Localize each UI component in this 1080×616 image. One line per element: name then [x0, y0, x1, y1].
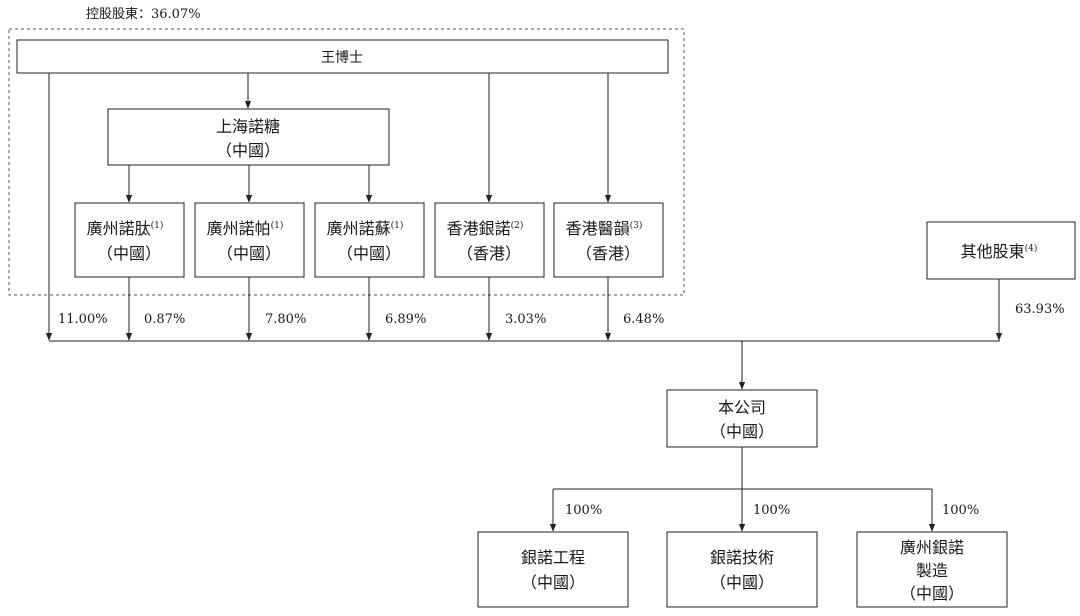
hk-yinnuo-note: (2) — [511, 220, 524, 231]
hk-yinnuo-name: 香港銀諾 — [447, 219, 511, 238]
dr-wang-label: 王博士 — [321, 49, 363, 66]
pct-gz-nuopa: 7.80% — [265, 312, 306, 327]
gz-nuopa-box: 廣州諾帕(1) （中國） — [194, 202, 305, 278]
controlling-shareholder-label: 控股股東：36.07% — [86, 6, 201, 22]
pct-dr-wang: 11.00% — [58, 312, 108, 327]
pct-sub-technology: 100% — [753, 503, 790, 518]
pct-gz-nuosu: 6.89% — [385, 312, 426, 327]
shanghai-nuotang-box: 上海諾糖 （中國） — [107, 108, 390, 166]
pct-sub-engineering: 100% — [565, 503, 602, 518]
gz-nuotai-name: 廣州諾肽 — [87, 219, 151, 238]
hk-yiyun-region: （香港） — [576, 244, 640, 263]
pct-gz-nuotai: 0.87% — [144, 312, 185, 327]
svg-text:香港醫韻(3): 香港醫韻(3) — [566, 219, 643, 238]
hk-yiyun-note: (3) — [630, 220, 643, 231]
gz-yinnuo-mfg-region: （中國） — [900, 584, 964, 603]
svg-text:廣州諾蘇(1): 廣州諾蘇(1) — [327, 219, 404, 238]
company-box: 本公司 （中國） — [666, 389, 818, 448]
hk-yiyun-box: 香港醫韻(3) （香港） — [553, 202, 664, 278]
company-name: 本公司 — [718, 398, 766, 417]
gz-nuosu-note: (1) — [391, 220, 404, 231]
gz-nuosu-region: （中國） — [337, 244, 401, 263]
yinnuo-technology-box: 銀諾技術 （中國） — [666, 531, 818, 608]
other-shareholders-box: 其他股東(4) — [926, 221, 1076, 280]
gz-nuotai-box: 廣州諾肽(1) （中國） — [74, 202, 185, 278]
gz-nuopa-name: 廣州諾帕 — [207, 219, 271, 238]
dr-wang-box: 王博士 — [16, 39, 669, 74]
gz-nuosu-name: 廣州諾蘇 — [327, 219, 391, 238]
svg-text:香港銀諾(2): 香港銀諾(2) — [447, 219, 524, 238]
gz-yinnuo-mfg-name-line1: 廣州銀諾 — [900, 538, 964, 557]
yinnuo-engineering-name: 銀諾工程 — [521, 548, 585, 567]
gz-nuosu-box: 廣州諾蘇(1) （中國） — [314, 202, 425, 278]
gz-nuopa-region: （中國） — [217, 244, 281, 263]
svg-text:廣州諾肽(1): 廣州諾肽(1) — [87, 219, 164, 238]
controlling-shareholder-group — [8, 28, 685, 296]
pct-hk-yinnuo: 3.03% — [505, 312, 546, 327]
company-region: （中國） — [710, 422, 774, 441]
gz-yinnuo-mfg-box: 廣州銀諾 製造 （中國） — [856, 531, 1008, 608]
other-shareholders-name: 其他股東 — [961, 242, 1025, 261]
pct-sub-mfg: 100% — [942, 503, 979, 518]
svg-text:其他股東(4): 其他股東(4) — [961, 242, 1038, 261]
yinnuo-engineering-box: 銀諾工程 （中國） — [477, 531, 629, 608]
gz-nuotai-note: (1) — [151, 220, 164, 231]
pct-other-shareholders: 63.93% — [1015, 302, 1065, 317]
other-shareholders-note: (4) — [1025, 243, 1038, 254]
yinnuo-engineering-region: （中國） — [521, 573, 585, 592]
gz-nuopa-note: (1) — [271, 220, 284, 231]
hk-yinnuo-box: 香港銀諾(2) （香港） — [434, 202, 545, 278]
yinnuo-technology-region: （中國） — [710, 573, 774, 592]
hk-yiyun-name: 香港醫韻 — [566, 219, 630, 238]
pct-hk-yiyun: 6.48% — [623, 312, 664, 327]
yinnuo-technology-name: 銀諾技術 — [710, 548, 774, 567]
hk-yinnuo-region: （香港） — [457, 244, 521, 263]
gz-yinnuo-mfg-name-line2: 製造 — [916, 561, 948, 580]
shanghai-nuotang-name: 上海諾糖 — [216, 117, 280, 136]
svg-text:廣州諾帕(1): 廣州諾帕(1) — [207, 219, 284, 238]
shanghai-nuotang-region: （中國） — [216, 141, 280, 160]
gz-nuotai-region: （中國） — [97, 244, 161, 263]
